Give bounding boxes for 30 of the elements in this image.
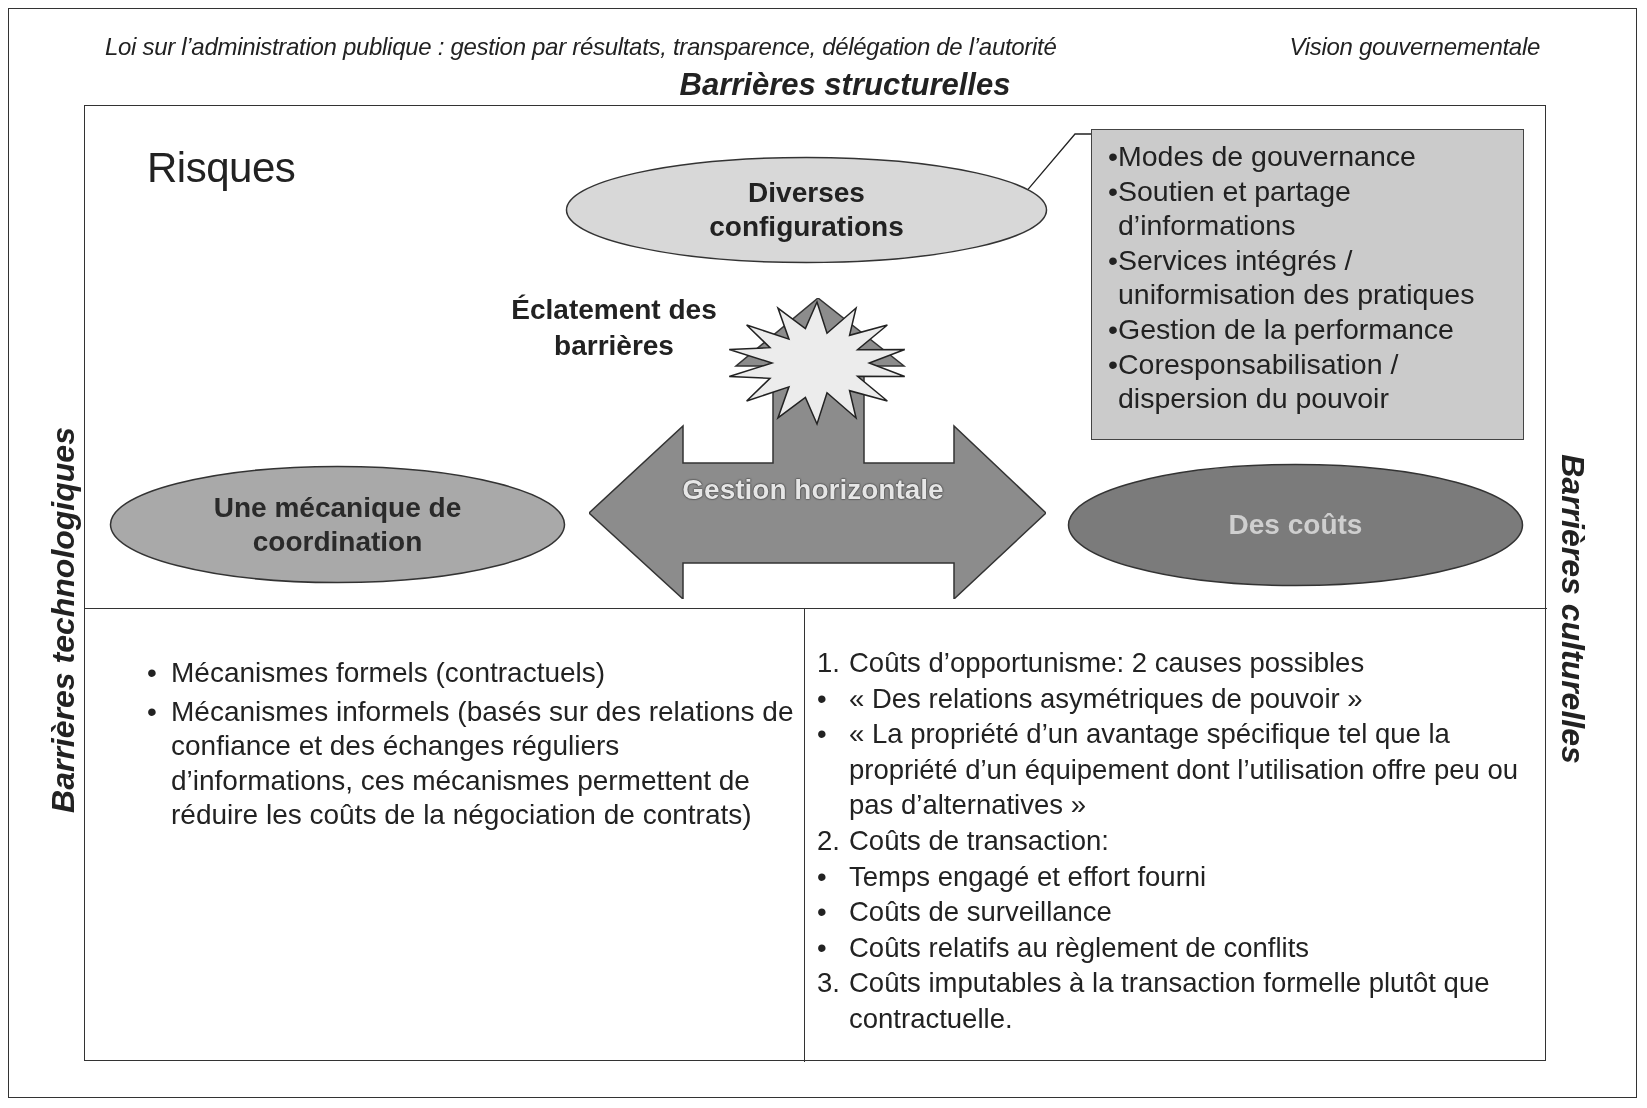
list-item: •Modes de gouvernance	[1108, 139, 1417, 174]
text-panel	[85, 608, 805, 1062]
list-item: • Coûts de surveillance	[817, 895, 1113, 930]
list-item: • Mécanismes informels (basés sur des relations de confiance et des échanges réguliers d’informations, ces mécanismes permettent de réduire les coûts de la négociation de contrats)	[147, 694, 795, 833]
frame-box	[84, 105, 1546, 1061]
axis-title: Barrières structurelles	[679, 67, 1011, 103]
leader-line	[1027, 133, 1092, 190]
list-item: • Temps engagé et effort fourni	[817, 859, 1208, 894]
burst-caption: Éclatement des barrières	[510, 293, 718, 363]
list-item: •Services intégrés / uniformisation des pratiques	[1108, 242, 1476, 312]
list-item: • « La propriété d’un avantage spécifique tel que la propriété d’un équipement dont l’utilisation offre peu ou pas d’alternatives »	[817, 717, 1520, 823]
axis-title: Barrières culturelles	[1553, 454, 1591, 764]
axis-title: Barrières technologiques	[44, 427, 82, 813]
node-label: Une mécanique de coordination	[212, 490, 463, 559]
list-item: 1. Coûts d’opportunisme: 2 causes possibles	[817, 646, 1366, 680]
list-item: 3. Coûts imputables à la transaction formelle plutôt que contractuelle.	[817, 966, 1491, 1036]
frame-heading: Risques	[147, 144, 296, 192]
node-label: Des coûts	[1227, 508, 1364, 542]
header-note: Loi sur l’administration publique : gestion par résultats, transparence, délégation de l’autorité	[105, 33, 1057, 61]
list-item: • Coûts relatifs au règlement de conflits	[817, 930, 1311, 965]
header-note: Vision gouvernementale	[1289, 33, 1540, 61]
node-label: Diverses configurations	[708, 176, 905, 244]
list-item: 2. Coûts de transaction:	[817, 823, 1110, 858]
node-label: Gestion horizontale	[681, 474, 945, 506]
list-item: •Soutien et partage d’informations	[1108, 173, 1352, 243]
list-item: •Coresponsabilisation / dispersion du pouvoir	[1108, 346, 1400, 416]
list-item: • Mécanismes formels (contractuels)	[147, 656, 607, 690]
list-item: • « Des relations asymétriques de pouvoir »	[817, 681, 1364, 716]
info-box	[1091, 129, 1524, 440]
list-item: •Gestion de la performance	[1108, 311, 1455, 347]
